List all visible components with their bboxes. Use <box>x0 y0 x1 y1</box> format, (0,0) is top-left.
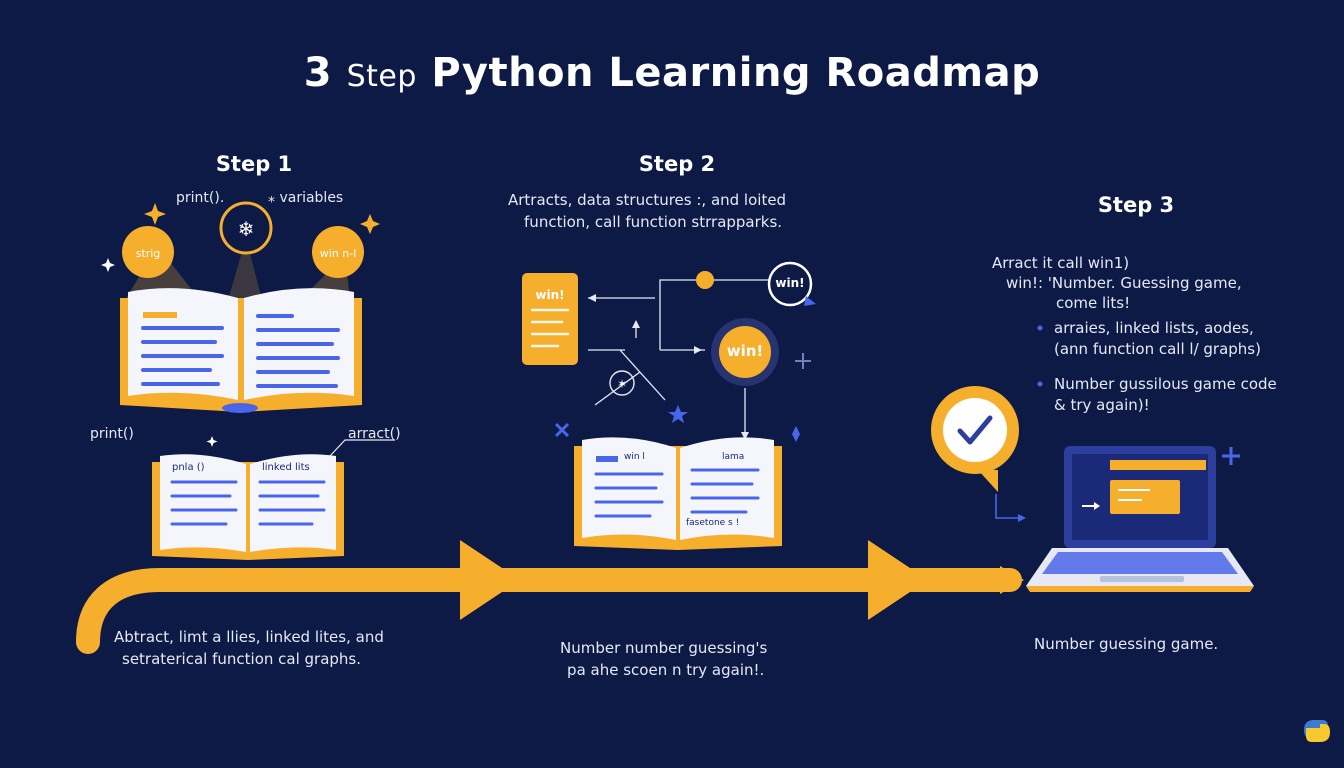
step3-bottom-line1: Number guessing game. <box>1034 635 1219 653</box>
step1-label-print2: print() <box>90 426 134 442</box>
step3-note-line2: win!: 'Number. Guessing game, <box>1006 274 1242 292</box>
step2-desc-line1: Artracts, data structures :, and loited <box>508 191 787 209</box>
step2-book-right-bottom: fasetone s ! <box>686 518 740 528</box>
step2-bottom-line1: Number number guessing's <box>560 639 768 657</box>
step2-book-left-tag: win l <box>624 452 645 462</box>
step1-badge-left <box>122 226 174 278</box>
step2-desc: Artracts, data structures :, and loited … <box>508 189 786 233</box>
title-prefix: 3 <box>303 50 333 96</box>
step2-circle-big <box>719 326 771 378</box>
title-step-word: Step <box>346 59 417 94</box>
step1-bottom-line1: Abtract, limt a llies, linked lites, and <box>114 628 384 646</box>
step3-bullet1: arraies, linked lists, aodes, (ann funct… <box>1054 318 1261 360</box>
sparkle-icon <box>144 203 166 225</box>
step3-note-line1: Arract it call win1) <box>992 254 1130 272</box>
step1-label-arract: arract() <box>348 426 401 442</box>
svg-text:❄: ❄ <box>238 217 255 241</box>
sparkle-icon <box>360 214 380 234</box>
page-title: 3 Step Python Learning Roadmap <box>0 50 1344 96</box>
step3-note: Arract it call win1) win!: 'Number. Gues… <box>992 253 1242 313</box>
svg-text:✶: ✶ <box>617 377 627 391</box>
step2-code-card <box>522 273 578 365</box>
step1-bottom-line2: setraterical function cal graphs. <box>122 650 362 668</box>
step1-badge-center <box>219 201 273 255</box>
step1-illustration: ❄ <box>101 201 395 560</box>
step2-circle-big-label: win! <box>726 342 764 360</box>
step3-bullet2: Number gussilous game code & try again)! <box>1054 374 1277 416</box>
sparkle-icon <box>101 258 115 272</box>
step1-badge-left-label: strig <box>136 247 161 260</box>
step1-book-right-tag: linked lits <box>262 462 310 473</box>
roadmap-arrow <box>76 540 1024 654</box>
step1-badge-right <box>312 226 364 278</box>
step1-badge-left-text: strig <box>136 247 161 260</box>
python-logo-icon <box>1304 720 1330 742</box>
step3-heading: Step 3 <box>1097 193 1175 217</box>
step2-illustration: ✶ <box>522 261 816 550</box>
step3-bullet2-line1: Number gussilous game code <box>1054 375 1277 393</box>
step1-heading: Step 1 <box>215 152 293 176</box>
step2-bottom-text: Number number guessing's pa ahe scoen n … <box>560 637 767 681</box>
check-icon <box>943 398 1007 462</box>
step3-bullet1-line1: arraies, linked lists, aodes, <box>1054 319 1254 337</box>
step3-bullet1-line2: (ann function call l/ graphs) <box>1054 340 1261 358</box>
hash-icon: ⁎ <box>268 190 280 206</box>
step2-bottom-line2: pa ahe scoen n try again!. <box>567 661 765 679</box>
step2-book-right-tag: lama <box>722 452 745 462</box>
step2-circle-small <box>767 261 813 307</box>
step1-label-print: print(). <box>176 190 225 206</box>
step1-badge-right-text: win n-l <box>320 247 357 260</box>
step1-label-variables: ⁎ variables <box>268 190 344 206</box>
step3-illustration <box>931 325 1330 742</box>
step3-bullet2-line2: & try again)! <box>1054 396 1150 414</box>
step2-heading: Step 2 <box>638 152 716 176</box>
step1-badge-right-label: win n-l <box>320 247 357 260</box>
step2-card-label: win! <box>535 288 565 302</box>
title-main: Python Learning Roadmap <box>431 50 1041 96</box>
step2-desc-line2: function, call function strrapparks. <box>524 213 783 231</box>
step1-book-left-tag: pnla () <box>172 462 205 473</box>
step2-circle-small-label: win! <box>775 276 805 290</box>
step1-bottom-text: Abtract, limt a llies, linked lites, and… <box>114 626 384 670</box>
step3-note-line3: come lits! <box>1056 294 1131 312</box>
